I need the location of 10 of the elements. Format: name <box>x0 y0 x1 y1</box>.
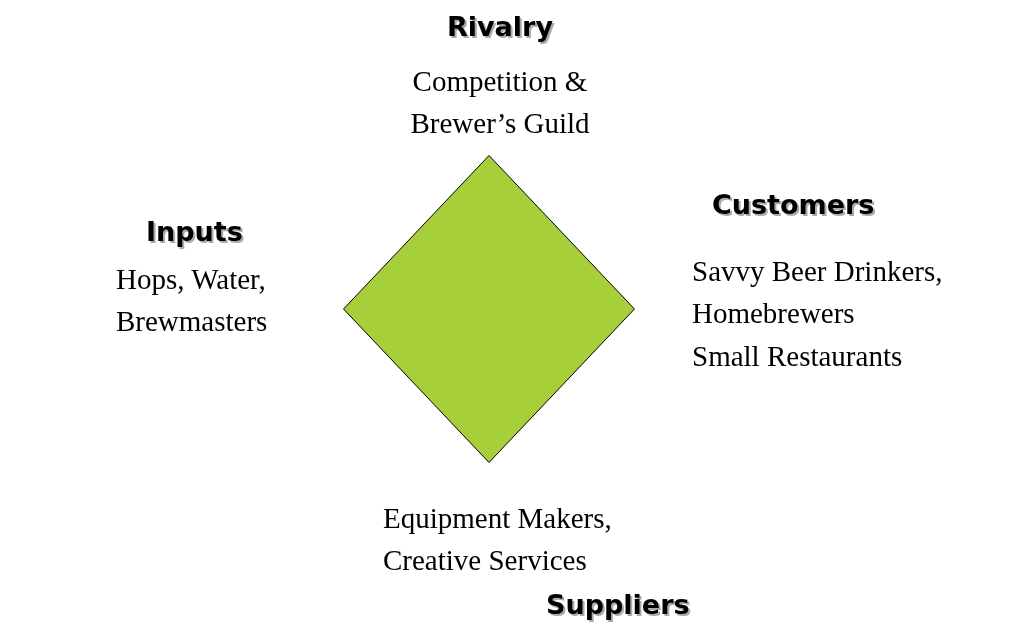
body-text: Competition & Brewer’s Guild <box>409 64 591 141</box>
heading: Inputs <box>146 215 244 249</box>
body-text: Hops, Water, Brewmasters <box>116 262 269 339</box>
heading: Customers <box>712 188 876 222</box>
body-text: Small Restaurants <box>692 339 904 374</box>
heading: Suppliers <box>546 588 691 622</box>
body-text: Equipment Makers, Creative Services <box>383 501 613 578</box>
body-text: Homebrewers <box>692 296 856 331</box>
heading: Rivalry <box>445 10 554 44</box>
body-text: Savvy Beer Drinkers, <box>692 254 944 289</box>
